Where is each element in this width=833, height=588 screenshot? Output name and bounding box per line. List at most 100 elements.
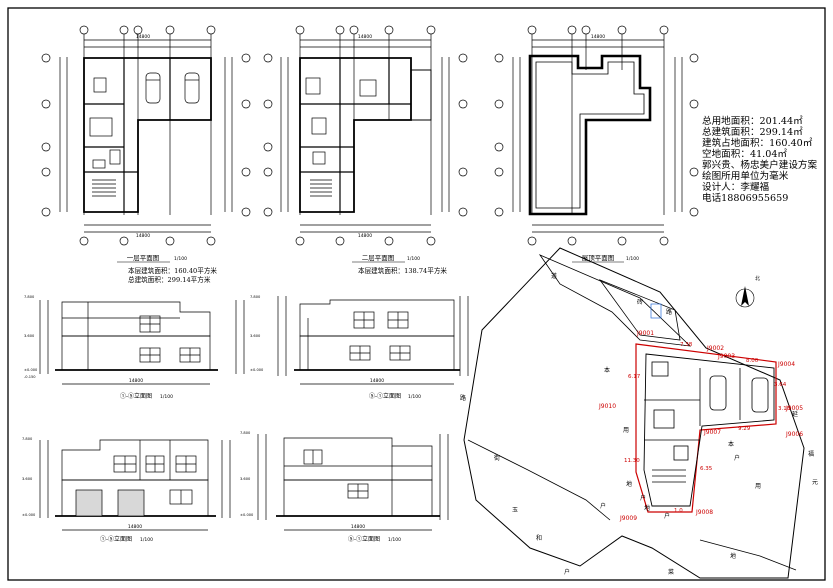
- plan1-area-note: 本层建筑面积：160.40平方米: [128, 267, 218, 275]
- svg-text:7.38: 7.38: [680, 342, 693, 348]
- plan1-total-note: 总建筑面积：299.14平方米: [128, 276, 211, 284]
- elev3-dim: 14800: [128, 524, 142, 530]
- elevation-4: [257, 434, 449, 531]
- svg-text:3.600: 3.600: [240, 477, 251, 481]
- elev3-title: ①-⑤立面图: [100, 535, 132, 543]
- svg-text:用: 用: [755, 483, 761, 490]
- svg-text:11.30: 11.30: [624, 458, 640, 464]
- svg-text:用: 用: [623, 427, 629, 434]
- svg-text:道: 道: [551, 272, 557, 280]
- elevation-level-marks: 7.800 3.600 ±0.000 -0.150 7.800 3.600 ±0…: [22, 295, 264, 517]
- svg-text:福: 福: [808, 450, 814, 458]
- site-points: J9001 J9002 J9003 J9004 J9005 J9006 J900…: [598, 330, 803, 522]
- svg-text:-0.150: -0.150: [24, 375, 36, 379]
- svg-text:±0.000: ±0.000: [250, 368, 264, 372]
- plan2-dim-total: 14800: [358, 34, 372, 40]
- elevation-3: [39, 439, 231, 531]
- svg-text:6.17: 6.17: [628, 374, 641, 380]
- svg-text:±0.000: ±0.000: [240, 513, 254, 517]
- plan1-dim-total-bottom: 14800: [136, 233, 150, 239]
- roof-plan: [494, 25, 699, 246]
- elev1-scale: 1/100: [160, 394, 173, 400]
- plan2-stairs: [310, 179, 332, 197]
- svg-text:户: 户: [734, 454, 740, 462]
- svg-text:街: 街: [494, 454, 500, 462]
- svg-text:7.800: 7.800: [250, 295, 261, 299]
- svg-text:9.29: 9.29: [738, 426, 751, 432]
- svg-text:3.600: 3.600: [24, 334, 35, 338]
- svg-text:J9009: J9009: [619, 515, 637, 522]
- info-total-building: 总建筑面积：299.14㎡: [702, 127, 803, 138]
- info-footprint: 建筑占地面积：160.40㎡: [702, 138, 813, 149]
- info-designer: 设计人：李耀福: [702, 182, 770, 193]
- svg-text:户: 户: [600, 502, 606, 510]
- svg-text:地: 地: [730, 552, 736, 560]
- elev1-dim: 14800: [129, 378, 143, 384]
- svg-text:J9008: J9008: [695, 509, 713, 516]
- svg-text:本: 本: [604, 366, 610, 374]
- second-floor-plan: [263, 25, 468, 246]
- elev2-dim: 14800: [370, 378, 384, 384]
- svg-text:J9004: J9004: [777, 361, 795, 368]
- svg-text:地: 地: [626, 480, 632, 488]
- north-label: 北: [755, 275, 760, 282]
- svg-text:1.0: 1.0: [674, 508, 683, 514]
- svg-text:3.64: 3.64: [774, 382, 787, 388]
- info-phone: 电话18806955659: [702, 193, 789, 204]
- elevation-2: [277, 296, 469, 385]
- svg-text:7.800: 7.800: [22, 437, 33, 441]
- elev4-dim: 14800: [351, 524, 365, 530]
- svg-text:3.10: 3.10: [778, 406, 791, 412]
- site-house-outline: [635, 343, 777, 513]
- sheet-border: [7, 7, 826, 581]
- svg-text:J9006: J9006: [785, 431, 803, 438]
- svg-text:和: 和: [536, 534, 542, 542]
- svg-text:延: 延: [792, 410, 798, 418]
- plan1-stairs: [92, 179, 116, 197]
- plan2-dim-total-bottom: 14800: [358, 233, 372, 239]
- svg-text:8.00: 8.00: [746, 358, 759, 364]
- plan1-scale: 1/100: [174, 256, 187, 262]
- svg-text:玉: 玉: [512, 507, 518, 514]
- svg-text:J9002: J9002: [706, 345, 724, 352]
- info-units: 绘图所用单位为毫米: [702, 171, 789, 182]
- info-total-land: 总用地面积：201.44㎡: [702, 116, 803, 127]
- svg-text:±0.000: ±0.000: [24, 368, 38, 372]
- svg-text:J9003: J9003: [717, 353, 735, 360]
- svg-text:砖: 砖: [637, 298, 643, 306]
- elev2-title: ⑤-①立面图: [369, 392, 401, 400]
- roof-dim-total: 14800: [591, 34, 605, 40]
- roof-title: 屋顶平面图: [582, 254, 615, 262]
- site-dims: 7.38 8.00 3.64 3.10 9.29 6.17 11.30 6.35…: [624, 342, 791, 514]
- elevation-1: [39, 300, 245, 385]
- elev4-scale: 1/100: [388, 537, 401, 543]
- site-plan: [463, 247, 805, 579]
- svg-text:地: 地: [644, 504, 650, 512]
- svg-text:±0.000: ±0.000: [22, 513, 36, 517]
- elev1-title: ①-⑤立面图: [120, 392, 152, 400]
- elev3-scale: 1/100: [140, 537, 153, 543]
- plan1-dim-total: 14800: [136, 34, 150, 40]
- svg-text:元: 元: [812, 479, 818, 486]
- svg-text:6.35: 6.35: [700, 466, 713, 472]
- svg-text:J9007: J9007: [703, 429, 721, 436]
- svg-text:户: 户: [564, 568, 570, 576]
- svg-text:3.600: 3.600: [22, 477, 33, 481]
- site-labels: 道 路 本 用 地 户 延 福 元 玉 和 户 菜 户 本 户 用 地 路 街 …: [460, 272, 818, 576]
- first-floor-plan: [41, 25, 251, 246]
- svg-text:3.600: 3.600: [250, 334, 261, 338]
- roof-scale: 1/100: [626, 256, 639, 262]
- plan1-title: 一层平面图: [127, 254, 160, 262]
- plan2-title: 二层平面图: [362, 254, 395, 262]
- project-info-block: 总用地面积：201.44㎡ 总建筑面积：299.14㎡ 建筑占地面积：160.4…: [702, 116, 817, 204]
- info-project-name: 郭兴贵、杨忠美户建设方案: [702, 160, 818, 171]
- elev4-title: ⑤-①立面图: [348, 535, 380, 543]
- svg-text:7.800: 7.800: [240, 431, 251, 435]
- plan2-area-note: 本层建筑面积：138.74平方米: [358, 267, 448, 275]
- north-arrow-icon: [735, 286, 755, 308]
- svg-text:户: 户: [664, 512, 670, 520]
- svg-text:菜: 菜: [668, 568, 674, 576]
- svg-text:J9001: J9001: [636, 330, 654, 337]
- svg-text:J9010: J9010: [598, 403, 616, 410]
